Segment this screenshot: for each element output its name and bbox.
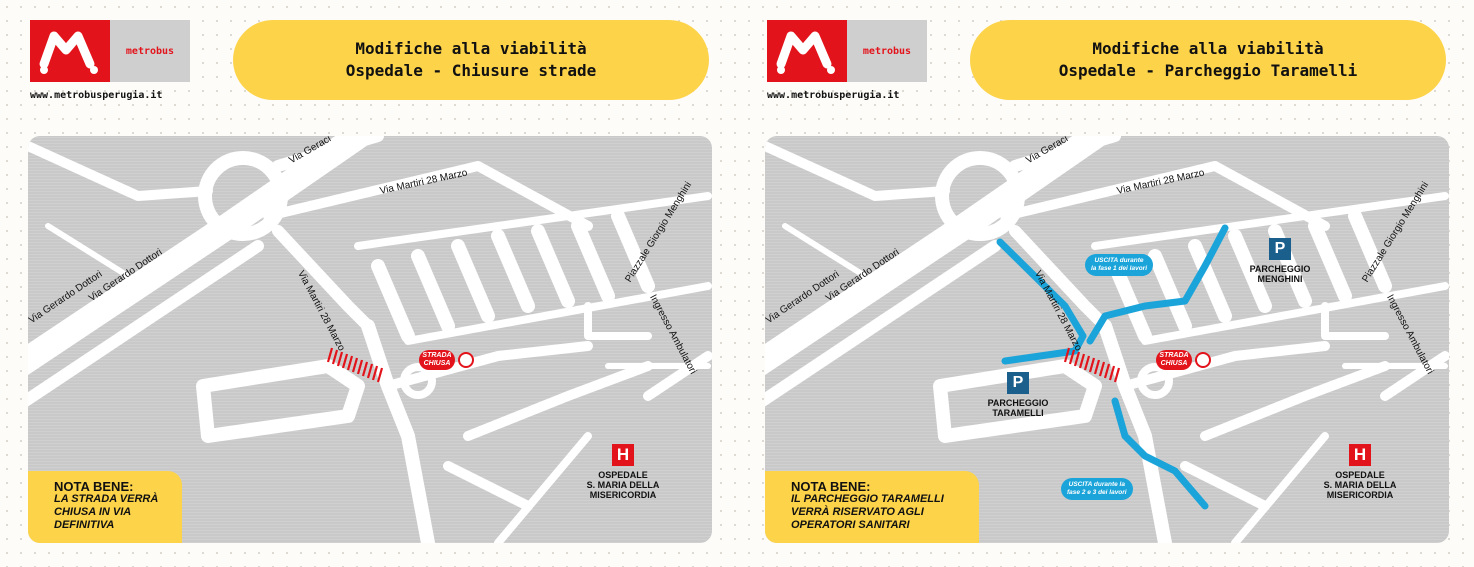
- metrobus-logo[interactable]: metrobus: [767, 20, 927, 82]
- website-url[interactable]: www.metrobusperugia.it: [30, 90, 163, 101]
- hospital-icon: H: [1349, 444, 1371, 466]
- parking-taramelli-label: PARCHEGGIO TARAMELLI: [987, 398, 1049, 418]
- parking-menghini-icon: P: [1269, 238, 1291, 260]
- closed-road-hatch: [1063, 347, 1121, 383]
- exit-route-phase1: [1086, 224, 1229, 345]
- exit-phase2-label: USCITA durante la fase 2 e 3 dei lavori: [1061, 478, 1133, 500]
- note-title: NOTA BENE:: [791, 479, 871, 494]
- metrobus-m-icon: [30, 20, 110, 82]
- page-title: Modifiche alla viabilità Ospedale - Parc…: [970, 20, 1446, 100]
- hospital-icon: H: [612, 444, 634, 466]
- title-line-1: Modifiche alla viabilità: [355, 39, 587, 58]
- no-entry-sign-icon: [1195, 352, 1211, 368]
- title-line-2: Ospedale - Parcheggio Taramelli: [1058, 61, 1358, 80]
- road-taramelli-loop: [196, 359, 365, 443]
- note-line-1: IL PARCHEGGIO TARAMELLI: [791, 493, 944, 505]
- note-box: NOTA BENE: LA STRADA VERRÀ CHIUSA IN VIA…: [28, 471, 182, 543]
- map-roads: [28, 136, 712, 543]
- panel-road-closures: metrobus www.metrobusperugia.it Modifich…: [28, 20, 712, 543]
- note-line-1: LA STRADA VERRÀ: [54, 493, 159, 505]
- title-line-2: Ospedale - Chiusure strade: [345, 61, 597, 80]
- note-line-2: CHIUSA IN VIA: [54, 506, 132, 518]
- exit-phase1-label: USCITA durante la fase 1 dei lavori: [1085, 254, 1154, 276]
- exit-route-phase2: [1111, 397, 1209, 510]
- metrobus-wordmark: metrobus: [110, 20, 190, 82]
- title-line-1: Modifiche alla viabilità: [1092, 39, 1324, 58]
- metrobus-logo[interactable]: metrobus: [30, 20, 190, 82]
- note-box: NOTA BENE: IL PARCHEGGIO TARAMELLI VERRÀ…: [765, 471, 979, 543]
- road-closure-map: Via Geraci Via Martiri 28 Marzo Via Mart…: [28, 136, 712, 543]
- note-line-2: VERRÀ RISERVATO AGLI: [791, 506, 924, 518]
- parking-menghini-stalls: [371, 209, 655, 343]
- panel-taramelli-parking: metrobus www.metrobusperugia.it Modifich…: [737, 0, 1474, 567]
- road-closed-badge: STRADA CHIUSA: [419, 350, 455, 370]
- road-closed-badge: STRADA CHIUSA: [1156, 350, 1192, 370]
- closed-road-hatch: [326, 347, 384, 383]
- parking-menghini-label: PARCHEGGIO MENGHINI: [1249, 264, 1311, 284]
- road-dottori-side: [28, 240, 264, 407]
- metrobus-m-icon: [767, 20, 847, 82]
- exit-route-west: [996, 238, 1087, 365]
- note-line-3: OPERATORI SANITARI: [791, 519, 910, 531]
- website-url[interactable]: www.metrobusperugia.it: [767, 90, 900, 101]
- parking-taramelli-icon: P: [1007, 372, 1029, 394]
- metrobus-wordmark: metrobus: [847, 20, 927, 82]
- no-entry-sign-icon: [458, 352, 474, 368]
- parking-map: Via Geraci Via Martiri 28 Marzo Via Mart…: [765, 136, 1449, 543]
- note-title: NOTA BENE:: [54, 479, 134, 494]
- map-roads: [765, 136, 1449, 543]
- page-title: Modifiche alla viabilità Ospedale - Chiu…: [233, 20, 709, 100]
- road-top-left: [28, 141, 213, 201]
- exit-routes: [996, 224, 1229, 510]
- hospital-label: OSPEDALE S. MARIA DELLA MISERICORDIA: [586, 470, 660, 500]
- hospital-label: OSPEDALE S. MARIA DELLA MISERICORDIA: [1323, 470, 1397, 500]
- road-martiri: [272, 225, 374, 332]
- note-line-3: DEFINITIVA: [54, 519, 115, 531]
